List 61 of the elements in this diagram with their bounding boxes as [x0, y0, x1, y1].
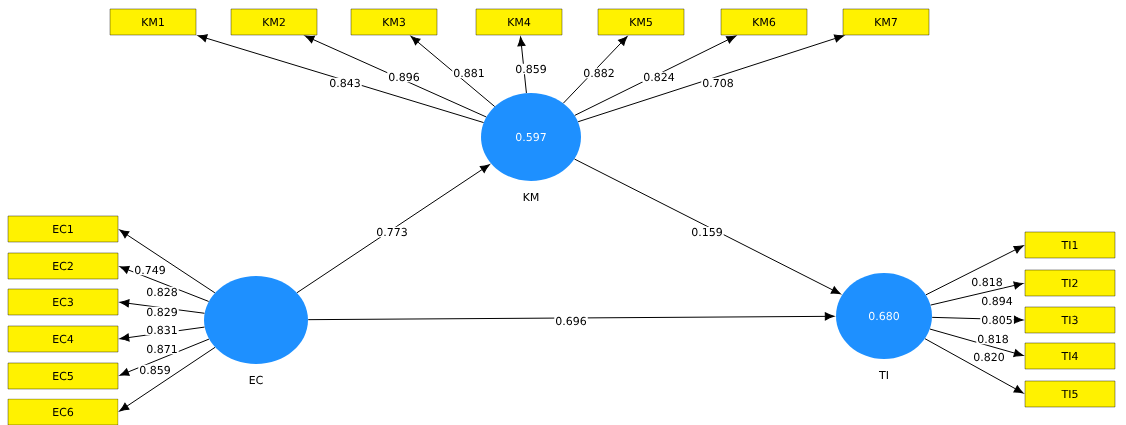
path-coefficient: 0.824: [642, 71, 676, 83]
path-coefficient: 0.894: [980, 295, 1014, 307]
path-coefficient: 0.881: [452, 67, 486, 79]
arrow: [119, 338, 210, 376]
construct-name: TI: [879, 371, 888, 379]
path-coefficient: 0.859: [514, 63, 548, 75]
arrow: [307, 312, 835, 321]
indicator-box: TI2: [1024, 269, 1116, 297]
indicator-box: EC4: [7, 325, 119, 353]
indicator-box: KM1: [109, 8, 197, 36]
path-coefficient: 0.818: [970, 276, 1004, 288]
arrow: [562, 36, 628, 104]
path-coefficient: 0.843: [328, 77, 362, 89]
path-coefficient: 0.896: [387, 71, 421, 83]
path-coefficient: 0.773: [375, 226, 409, 238]
path-coefficient: 0.708: [701, 77, 735, 89]
arrow: [119, 266, 210, 302]
indicator-box: EC5: [7, 362, 119, 390]
arrow: [574, 158, 841, 295]
arrow: [197, 34, 485, 124]
arrow: [119, 229, 216, 294]
path-coefficient: 0.828: [145, 286, 179, 298]
arrow: [925, 245, 1024, 296]
arrow: [304, 35, 487, 118]
path-coefficient: 0.696: [554, 315, 588, 327]
indicator-box: EC6: [7, 398, 119, 425]
arrow: [119, 299, 205, 314]
indicator-box: TI1: [1024, 231, 1116, 259]
indicator-box: KM4: [475, 8, 563, 36]
arrow: [296, 164, 490, 294]
indicator-box: TI4: [1024, 342, 1116, 370]
arrow: [924, 338, 1024, 394]
construct-name: KM: [523, 193, 539, 201]
indicator-box: EC1: [7, 215, 119, 243]
indicator-box: TI3: [1024, 306, 1116, 334]
indicator-box: TI5: [1024, 380, 1116, 408]
path-coefficient: 0.159: [690, 226, 724, 238]
arrow: [929, 328, 1024, 358]
arrow: [577, 34, 844, 123]
arrow: [410, 35, 496, 107]
arrow: [574, 35, 737, 116]
indicator-box: KM5: [597, 8, 685, 36]
path-coefficient: 0.831: [145, 324, 179, 336]
arrow: [930, 281, 1024, 306]
indicator-box: EC3: [7, 288, 119, 316]
arrow: [119, 346, 216, 412]
indicator-box: KM6: [720, 8, 808, 36]
indicator-box: EC2: [7, 252, 119, 280]
indicator-box: KM3: [350, 8, 438, 36]
arrow: [517, 36, 527, 94]
indicator-box: KM2: [230, 8, 318, 36]
path-coefficient: 0.805: [980, 314, 1014, 326]
indicator-box: KM7: [842, 8, 930, 36]
path-coefficient: 0.749: [133, 264, 167, 276]
construct-name: EC: [249, 375, 263, 385]
path-coefficient: 0.859: [138, 364, 172, 376]
path-coefficient: 0.871: [145, 343, 179, 355]
path-coefficient: 0.820: [972, 351, 1006, 363]
path-coefficient: 0.818: [976, 333, 1010, 345]
path-coefficient: 0.829: [145, 306, 179, 318]
path-coefficient: 0.882: [582, 67, 616, 79]
